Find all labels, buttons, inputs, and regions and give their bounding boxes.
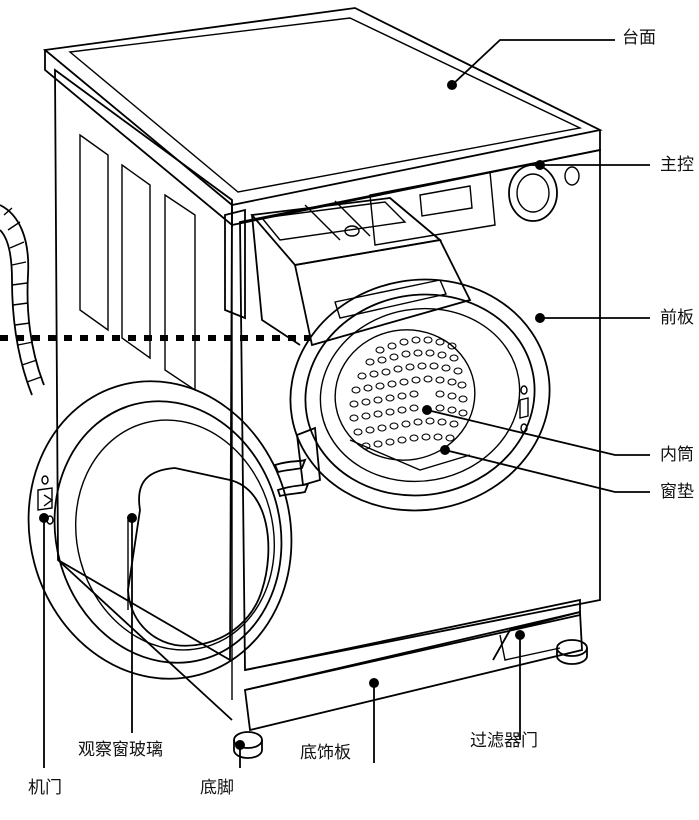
label-door-seal: 窗垫 — [660, 482, 694, 502]
drain-hose — [0, 204, 45, 396]
machine-front — [233, 148, 601, 759]
drum-perforations — [349, 336, 468, 450]
machine-side — [54, 68, 246, 721]
label-front-panel: 前板 — [660, 308, 694, 328]
label-countertop: 台面 — [622, 28, 656, 48]
label-filter-door: 过滤器门 — [470, 731, 538, 751]
callout-lines — [39, 39, 650, 768]
label-control-panel: 主控 — [660, 155, 694, 175]
drum-opening — [289, 278, 551, 512]
open-door — [27, 380, 310, 680]
label-door: 机门 — [28, 778, 62, 798]
label-viewing-glass: 观察窗玻璃 — [78, 740, 163, 760]
label-inner-drum: 内筒 — [660, 445, 694, 465]
label-base-panel: 底饰板 — [300, 743, 351, 763]
control-panel — [369, 164, 580, 246]
label-feet: 底脚 — [200, 778, 234, 798]
detergent-drawer — [250, 197, 472, 347]
